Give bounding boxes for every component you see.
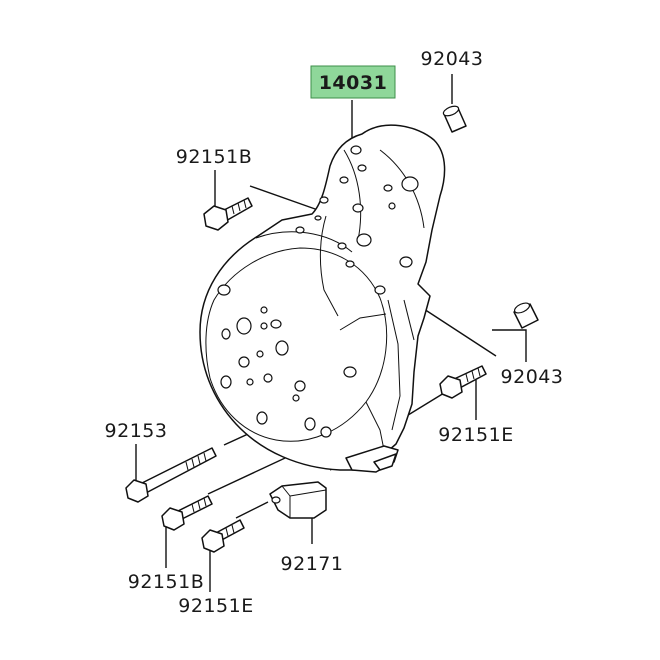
label-bolt-right[interactable]: 92151E: [438, 424, 513, 446]
bolt-right: [439, 365, 487, 399]
bolt-upper-left: [203, 197, 253, 231]
dowel-pin-top: [442, 105, 467, 133]
label-bolt-long[interactable]: 92153: [105, 420, 168, 442]
label-cover[interactable]: 14031: [319, 72, 388, 94]
cover-drawing: [199, 124, 446, 473]
label-bolt-lower-b[interactable]: 92151B: [128, 571, 204, 593]
bracket-clamp: [269, 481, 327, 519]
label-bolt-lower-e[interactable]: 92151E: [178, 595, 253, 617]
bolt-lower-e: [201, 519, 245, 553]
bolt-long: [125, 447, 217, 503]
bolt-lower-b: [161, 495, 213, 531]
label-bolt-upper-left[interactable]: 92151B: [176, 146, 252, 168]
label-dowel-right[interactable]: 92043: [501, 366, 564, 388]
dowel-pin-right: [513, 302, 539, 329]
highlight-box-14031: [310, 65, 396, 99]
part-labels: 14031 92043 92151B 92043 92151E 92153 92…: [105, 48, 564, 617]
label-dowel-top[interactable]: 92043: [421, 48, 484, 70]
label-bracket[interactable]: 92171: [281, 553, 344, 575]
